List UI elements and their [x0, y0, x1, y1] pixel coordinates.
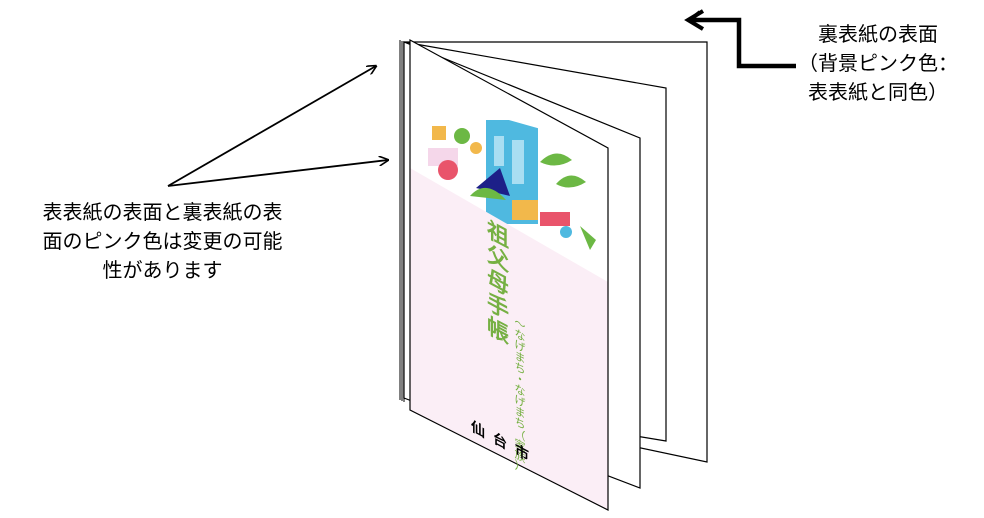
front-cover: 祖 父 母 手 帳 〜 な げ ま ち ・ な げ ま ち （ 家 族 ） 仙 …: [409, 38, 609, 511]
subtitle-char: ち: [515, 414, 526, 433]
title-char: 母: [487, 264, 509, 302]
arrow-back-cover-surface: [684, 9, 796, 69]
subtitle-char: 〜: [515, 315, 526, 334]
caption-line: （背景ピンク色：: [798, 51, 958, 75]
subtitle-char: げ: [515, 392, 526, 411]
front-cover-caption: 表表紙の表面と裏表紙の表 面のピンク色は変更の可能 性があります: [0, 198, 325, 285]
caption-line: 裏表紙の表面: [818, 22, 938, 46]
cover-illustration: [428, 120, 596, 250]
title-char: 手: [487, 288, 509, 326]
subtitle-char: な: [515, 326, 526, 345]
subtitle-char: げ: [515, 337, 526, 356]
caption-line: 表表紙と同色）: [808, 80, 948, 104]
arrow-to-back-cover: [167, 66, 376, 187]
city-char: 仙: [471, 417, 485, 441]
subtitle-char: （: [515, 425, 526, 444]
subtitle-char: な: [515, 381, 526, 400]
city-char: 市: [515, 441, 529, 465]
back-cover-caption: 裏表紙の表面 （背景ピンク色： 表表紙と同色）: [778, 20, 978, 107]
subtitle-char: ま: [515, 403, 526, 422]
title-char: 父: [487, 240, 509, 278]
caption-line: 性があります: [102, 258, 223, 282]
subtitle-char: ち: [515, 359, 526, 378]
caption-line: 面のピンク色は変更の可能: [42, 229, 283, 253]
caption-line: 表表紙の表面と裏表紙の表: [42, 200, 283, 224]
title-char: 祖: [487, 216, 509, 254]
arrow-to-front-cover: [167, 160, 388, 187]
city-char: 台: [493, 429, 507, 453]
subtitle-char: ）: [515, 458, 526, 477]
spine: [399, 40, 405, 402]
subtitle-char: ま: [515, 348, 526, 367]
cover-city: 仙 台 市: [471, 417, 529, 465]
subtitle-char: ・: [515, 370, 526, 389]
title-char: 帳: [487, 312, 509, 350]
cover-subtitle: 〜 な げ ま ち ・ な げ ま ち （ 家 族 ）: [515, 315, 526, 477]
subtitle-char: 族: [515, 447, 526, 466]
cover-title: 祖 父 母 手 帳: [487, 216, 509, 350]
subtitle-char: 家: [515, 436, 526, 455]
